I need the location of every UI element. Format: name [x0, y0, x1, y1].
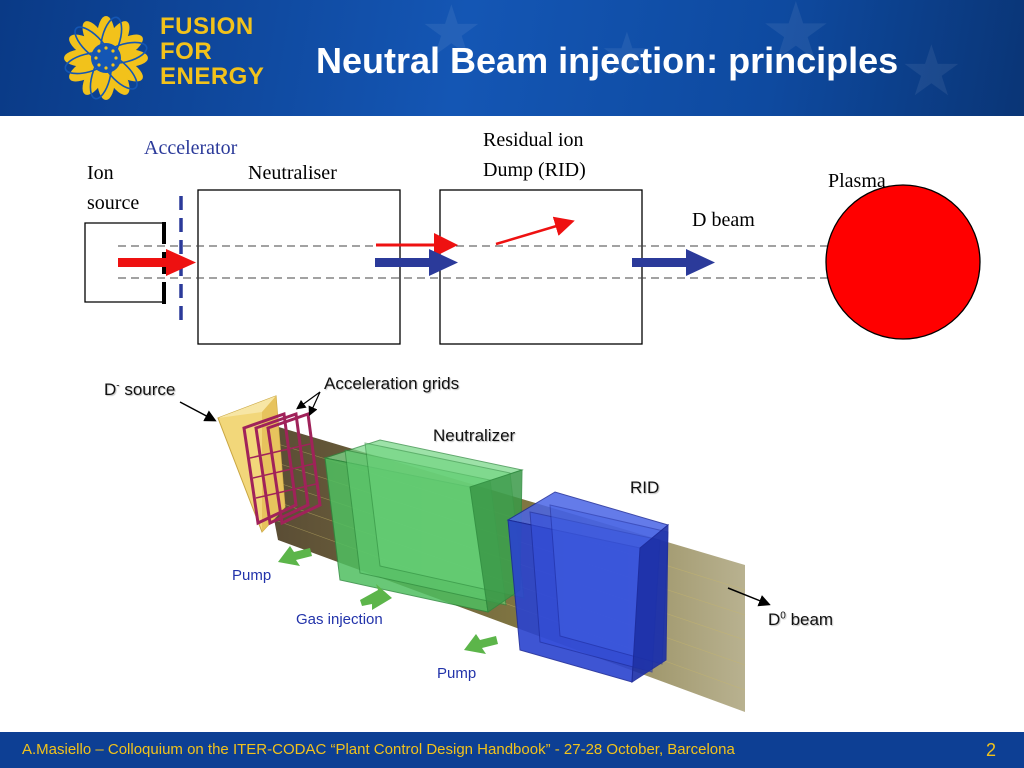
pump-arrow-2-icon: [464, 634, 498, 654]
footer-citation: A.Masiello – Colloquium on the ITER-CODA…: [22, 741, 735, 758]
d0-beam-pointer-arrow: [727, 587, 771, 607]
gas-injection-label: Gas injection: [296, 611, 383, 628]
ion-beam-arrow-head: [166, 249, 196, 276]
neutralizer-plates: [323, 439, 525, 613]
pump-label-1: Pump: [232, 567, 272, 584]
d-source-pointer-arrow: [179, 401, 217, 422]
star-decoration: ★: [420, 0, 483, 72]
accelerator-label: Accelerator: [144, 137, 238, 159]
neutral-beam-arrow-1-shaft: [375, 258, 431, 267]
star-decoration: ★: [900, 30, 963, 112]
d0-beam-superscript: 0: [780, 610, 786, 622]
neutralizer-label: Neutralizer: [433, 426, 516, 445]
slide-header: ★ ★ ★ ★: [0, 0, 1024, 116]
ion-source-label-line2: source: [87, 192, 140, 214]
d-beam-label: D beam: [692, 209, 755, 231]
neutral-beam-3d-illustration: [179, 391, 771, 712]
ion-source-label-line1: Ion: [87, 162, 114, 184]
grids-pointer-arrow-2: [308, 391, 321, 417]
rid-label-line2: Dump (RID): [483, 159, 586, 181]
deflected-ion-arrow: [495, 216, 575, 246]
rid-plates: [506, 491, 670, 683]
logo-line-2: FOR: [160, 38, 213, 65]
acceleration-grids: [242, 411, 322, 526]
neutraliser-box: [197, 189, 401, 345]
slide-footer: A.Masiello – Colloquium on the ITER-CODA…: [0, 732, 1024, 768]
neutral-beam-arrow-2-shaft: [632, 258, 688, 267]
d-source-superscript: -: [116, 380, 120, 392]
logo-line-3: ENERGY: [160, 63, 265, 90]
ion-beam-arrow-shaft: [118, 258, 168, 267]
logo-wordmark: FUSION FOR ENERGY: [160, 14, 264, 89]
neutral-beam-arrow-1-head: [429, 249, 458, 276]
star-decoration: ★: [760, 0, 832, 78]
d0-beam-label: D0 beam: [768, 610, 833, 630]
fusion-for-energy-logo-icon: [64, 16, 148, 100]
pump-label-2: Pump: [437, 665, 477, 682]
gas-injection-arrow-icon: [360, 584, 392, 610]
plasma-circle: [825, 184, 981, 340]
d-source-suffix: source: [119, 380, 176, 399]
plasma-label: Plasma: [828, 170, 886, 192]
rid-box: [439, 189, 643, 345]
d0-beam-suffix: beam: [785, 610, 834, 629]
neutral-beam-arrow-2-head: [686, 249, 715, 276]
neutral-beam-schematic: [84, 184, 981, 345]
rid-label-line1: Residual ion: [483, 129, 584, 151]
grids-pointer-arrow-1: [296, 391, 321, 410]
slide-title: Neutral Beam injection: principles: [316, 40, 899, 81]
page-number: 2: [986, 740, 997, 760]
d0-beam-letter: D: [768, 610, 781, 629]
logo-line-1: FUSION: [160, 13, 254, 40]
rid-label: RID: [630, 478, 660, 497]
d-minus-source-label: D- source: [104, 380, 175, 400]
pump-arrow-1-icon: [278, 546, 312, 566]
star-decoration: ★: [600, 20, 654, 90]
ion-source-box: [84, 222, 163, 303]
neutraliser-label: Neutraliser: [248, 162, 337, 184]
acceleration-grids-label: Acceleration grids: [324, 374, 460, 393]
d-source-letter: D: [104, 380, 117, 399]
